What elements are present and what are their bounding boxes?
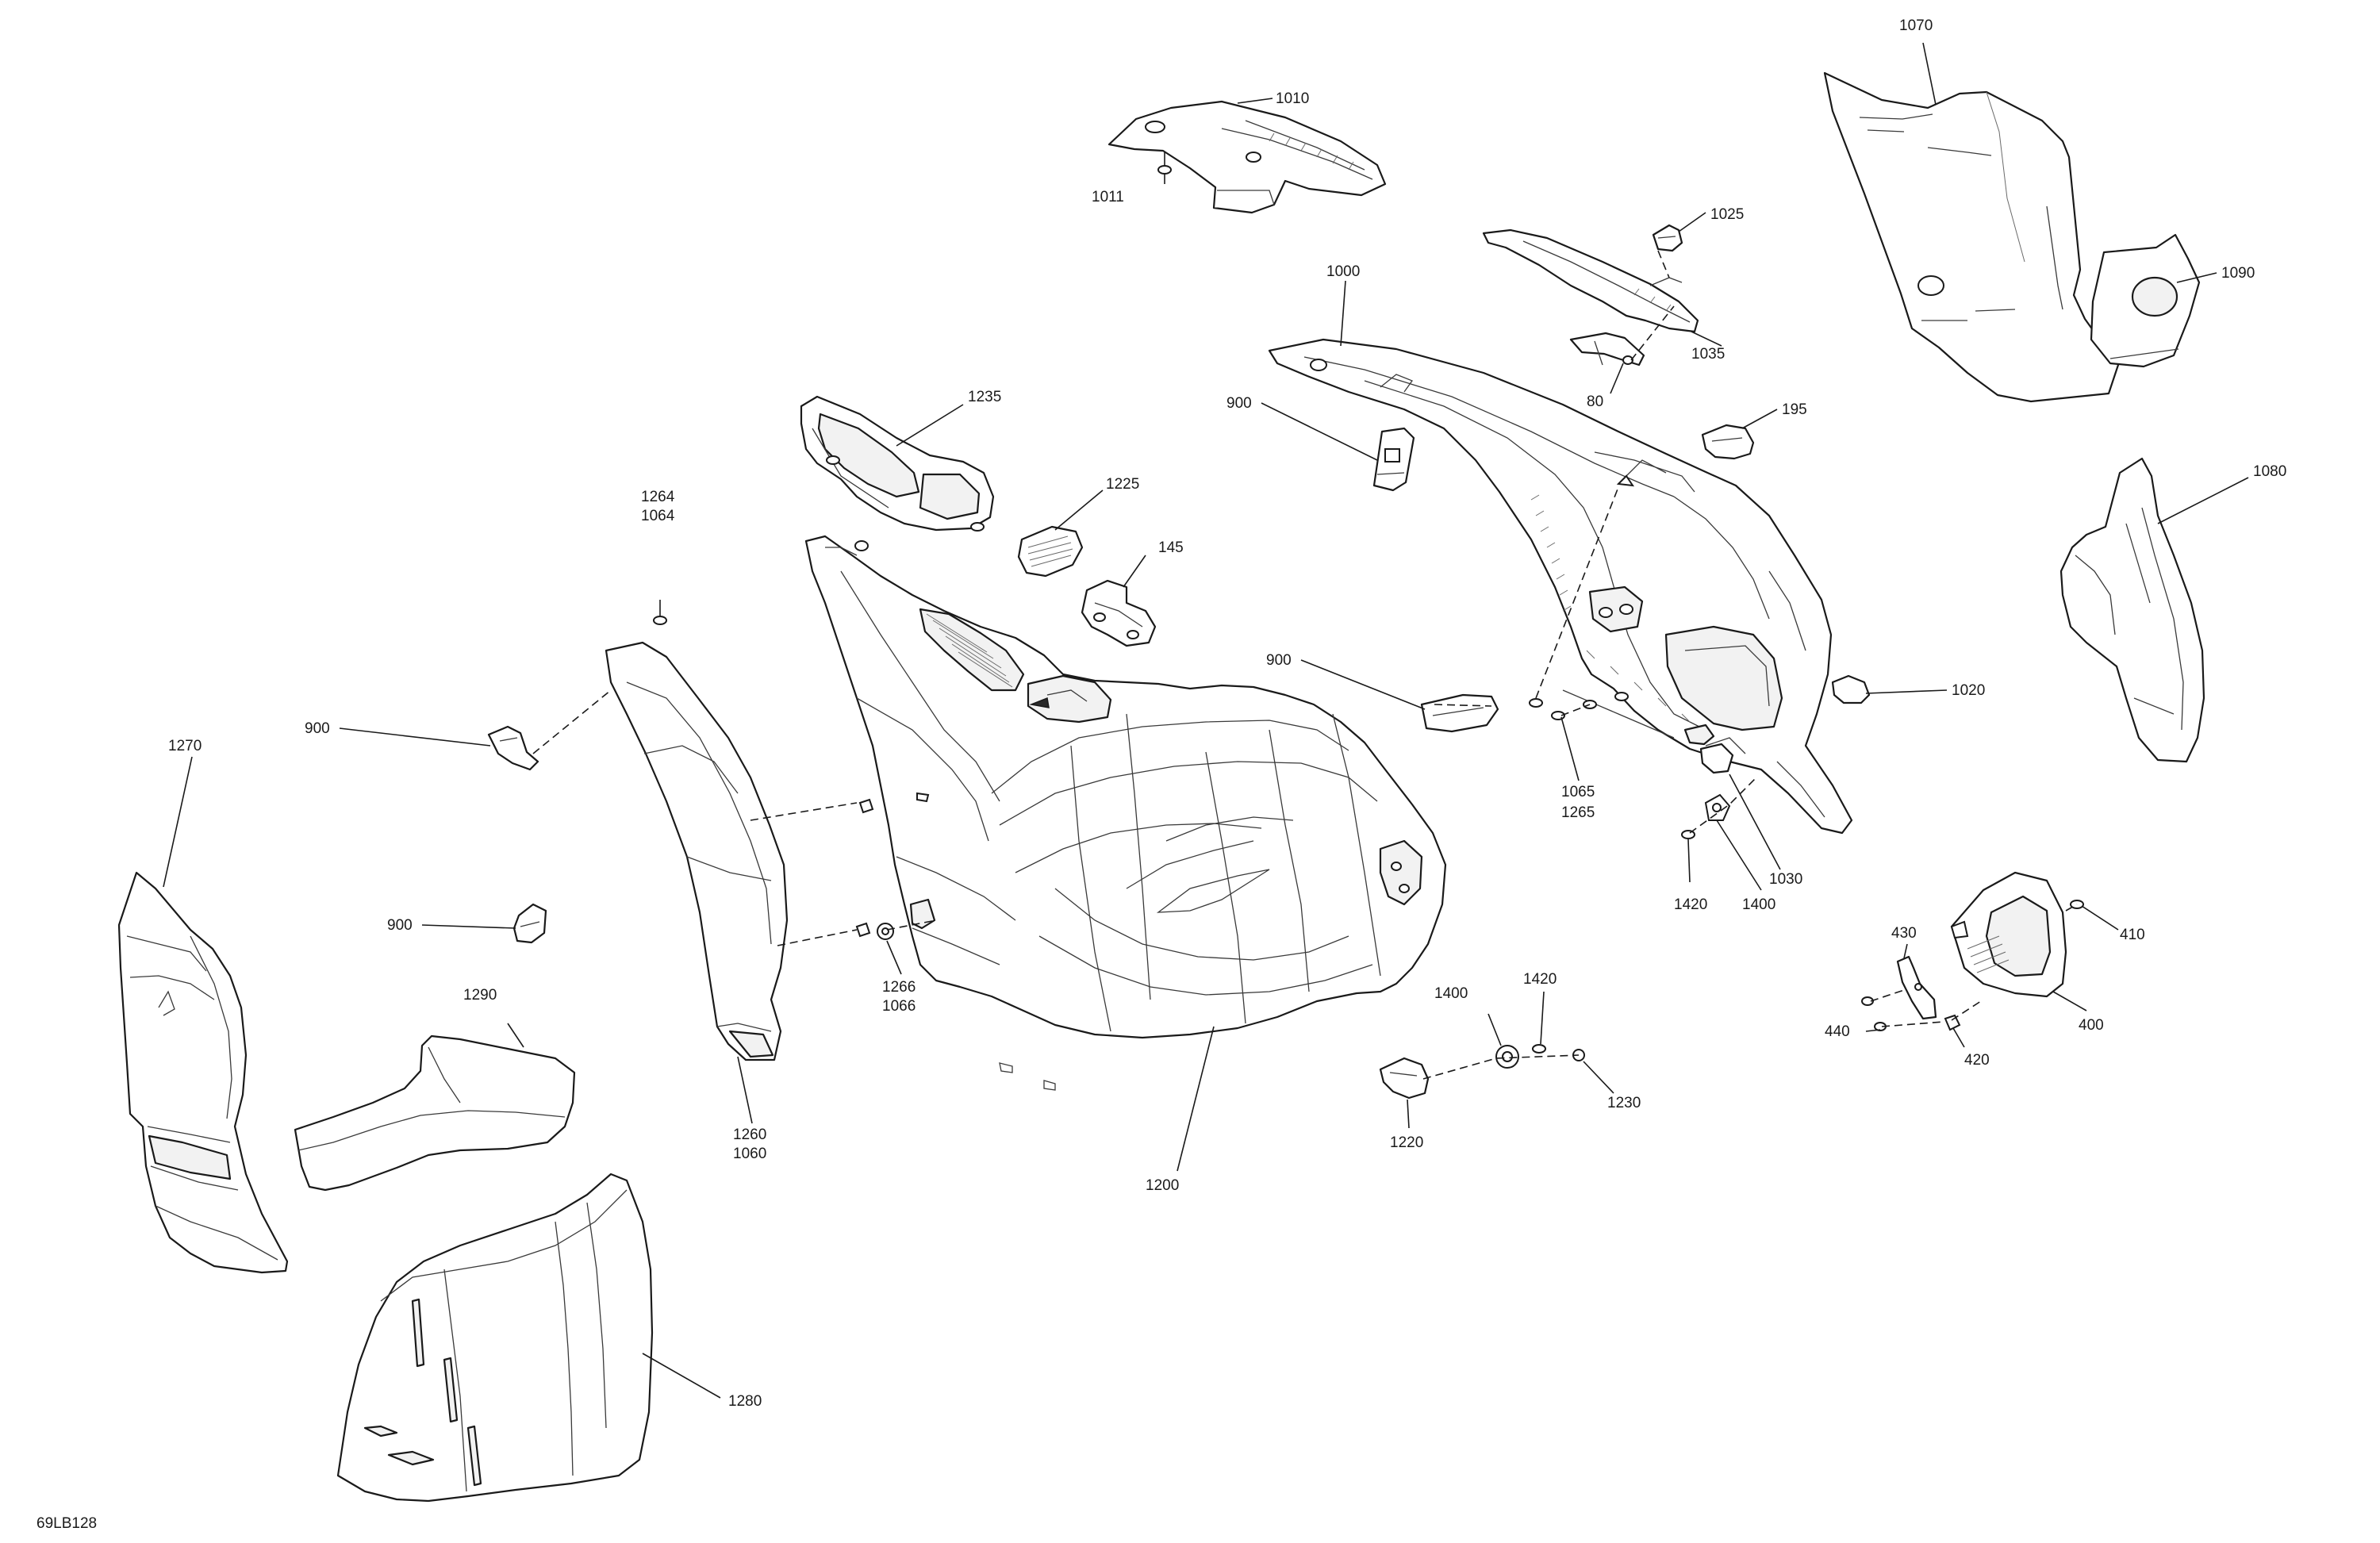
- callout-1420-lower: 1420: [1523, 971, 1557, 988]
- callout-430: 430: [1891, 925, 1917, 942]
- callout-80: 80: [1587, 393, 1603, 410]
- part-1200-main-panel: [804, 535, 1447, 1091]
- part-1080: [2059, 457, 2205, 763]
- clip-900-mid: [1420, 693, 1499, 733]
- callout-1220: 1220: [1390, 1134, 1423, 1151]
- callout-400: 400: [2079, 1017, 2104, 1034]
- callout-440: 440: [1825, 1023, 1850, 1040]
- part-1260-side-panel: [605, 641, 789, 1061]
- callout-420: 420: [1964, 1052, 1990, 1069]
- bracket-430: [1896, 955, 1937, 1020]
- callout-900-mid: 900: [1266, 652, 1292, 669]
- callout-1090: 1090: [2221, 265, 2255, 282]
- callout-1200: 1200: [1146, 1177, 1179, 1194]
- screw-1420-right: [1681, 830, 1695, 839]
- part-1020: [1831, 674, 1871, 704]
- callout-900-left-upper: 900: [305, 720, 330, 737]
- diagram-code: 69LB128: [36, 1515, 97, 1532]
- part-1290-seat: [294, 1034, 576, 1192]
- callout-1000: 1000: [1326, 263, 1360, 280]
- callout-1400-lower: 1400: [1434, 985, 1468, 1002]
- clip-900-left-upper: [487, 725, 539, 771]
- part-1010-bracket: [1107, 100, 1387, 214]
- callout-1266: 1266: [882, 979, 916, 996]
- screw-440: [1861, 996, 1887, 1031]
- callout-1420-right: 1420: [1674, 896, 1707, 913]
- part-1070-panel: [1823, 71, 2120, 403]
- leader-lines: [163, 42, 2249, 1399]
- part-1280-lower-panel: [336, 1173, 654, 1503]
- part-195: [1701, 424, 1755, 460]
- callout-410: 410: [2120, 927, 2145, 943]
- bracket-1220: [1379, 1057, 1430, 1100]
- callout-1030: 1030: [1769, 871, 1802, 888]
- callout-1225: 1225: [1106, 476, 1139, 493]
- screw-1264: [653, 600, 667, 625]
- callout-1011: 1011: [1092, 189, 1124, 205]
- clip-1025: [1652, 224, 1683, 252]
- fastener-1400-right: [1704, 793, 1731, 821]
- callout-1064: 1064: [641, 508, 675, 524]
- grille-1225: [1017, 525, 1084, 578]
- latch-400: [1950, 871, 2067, 998]
- callout-labels: 1010 1011 1070 1025 1090 1000 1035 80 19…: [36, 17, 2286, 1532]
- bracket-145: [1081, 579, 1157, 647]
- callout-1264: 1264: [641, 489, 675, 505]
- callout-1070: 1070: [1899, 17, 1933, 34]
- bracket-80: [1569, 332, 1645, 367]
- callout-1265: 1265: [1561, 804, 1595, 821]
- callout-195: 195: [1782, 401, 1807, 418]
- callout-1230: 1230: [1607, 1095, 1641, 1111]
- callout-1066: 1066: [882, 998, 916, 1015]
- callout-1010: 1010: [1276, 90, 1309, 107]
- clip-900-left-lower: [512, 903, 547, 944]
- fastener-1266: [855, 922, 894, 940]
- callout-1035: 1035: [1691, 346, 1725, 363]
- callout-900-upper: 900: [1226, 395, 1252, 412]
- callout-1235: 1235: [968, 389, 1001, 405]
- callout-1260: 1260: [733, 1127, 766, 1143]
- part-1270: [117, 871, 289, 1274]
- callout-1400-right: 1400: [1742, 896, 1775, 913]
- pin-connector: [858, 792, 930, 814]
- part-1000-console: [1268, 338, 1853, 835]
- callout-1270: 1270: [168, 738, 202, 754]
- assembly-lines: [532, 250, 2078, 1080]
- screw-1420-lower: [1532, 1044, 1546, 1054]
- callout-1290: 1290: [463, 987, 497, 1004]
- grommet-1400-lower: [1495, 1045, 1519, 1069]
- callout-1065: 1065: [1561, 784, 1595, 800]
- callout-900-left-lower: 900: [387, 917, 413, 934]
- nut-420: [1944, 1014, 1961, 1031]
- part-1235: [800, 395, 995, 532]
- callout-1025: 1025: [1710, 206, 1744, 223]
- callout-1020: 1020: [1952, 682, 1985, 699]
- part-1090: [2090, 233, 2201, 368]
- bracket-1030: [1683, 724, 1734, 774]
- callout-1280: 1280: [728, 1393, 762, 1410]
- callout-1060: 1060: [733, 1146, 766, 1162]
- callout-145: 145: [1158, 539, 1184, 556]
- part-1035-bracket: [1482, 228, 1699, 333]
- clip-900-upper: [1372, 427, 1415, 492]
- callout-1080: 1080: [2253, 463, 2286, 480]
